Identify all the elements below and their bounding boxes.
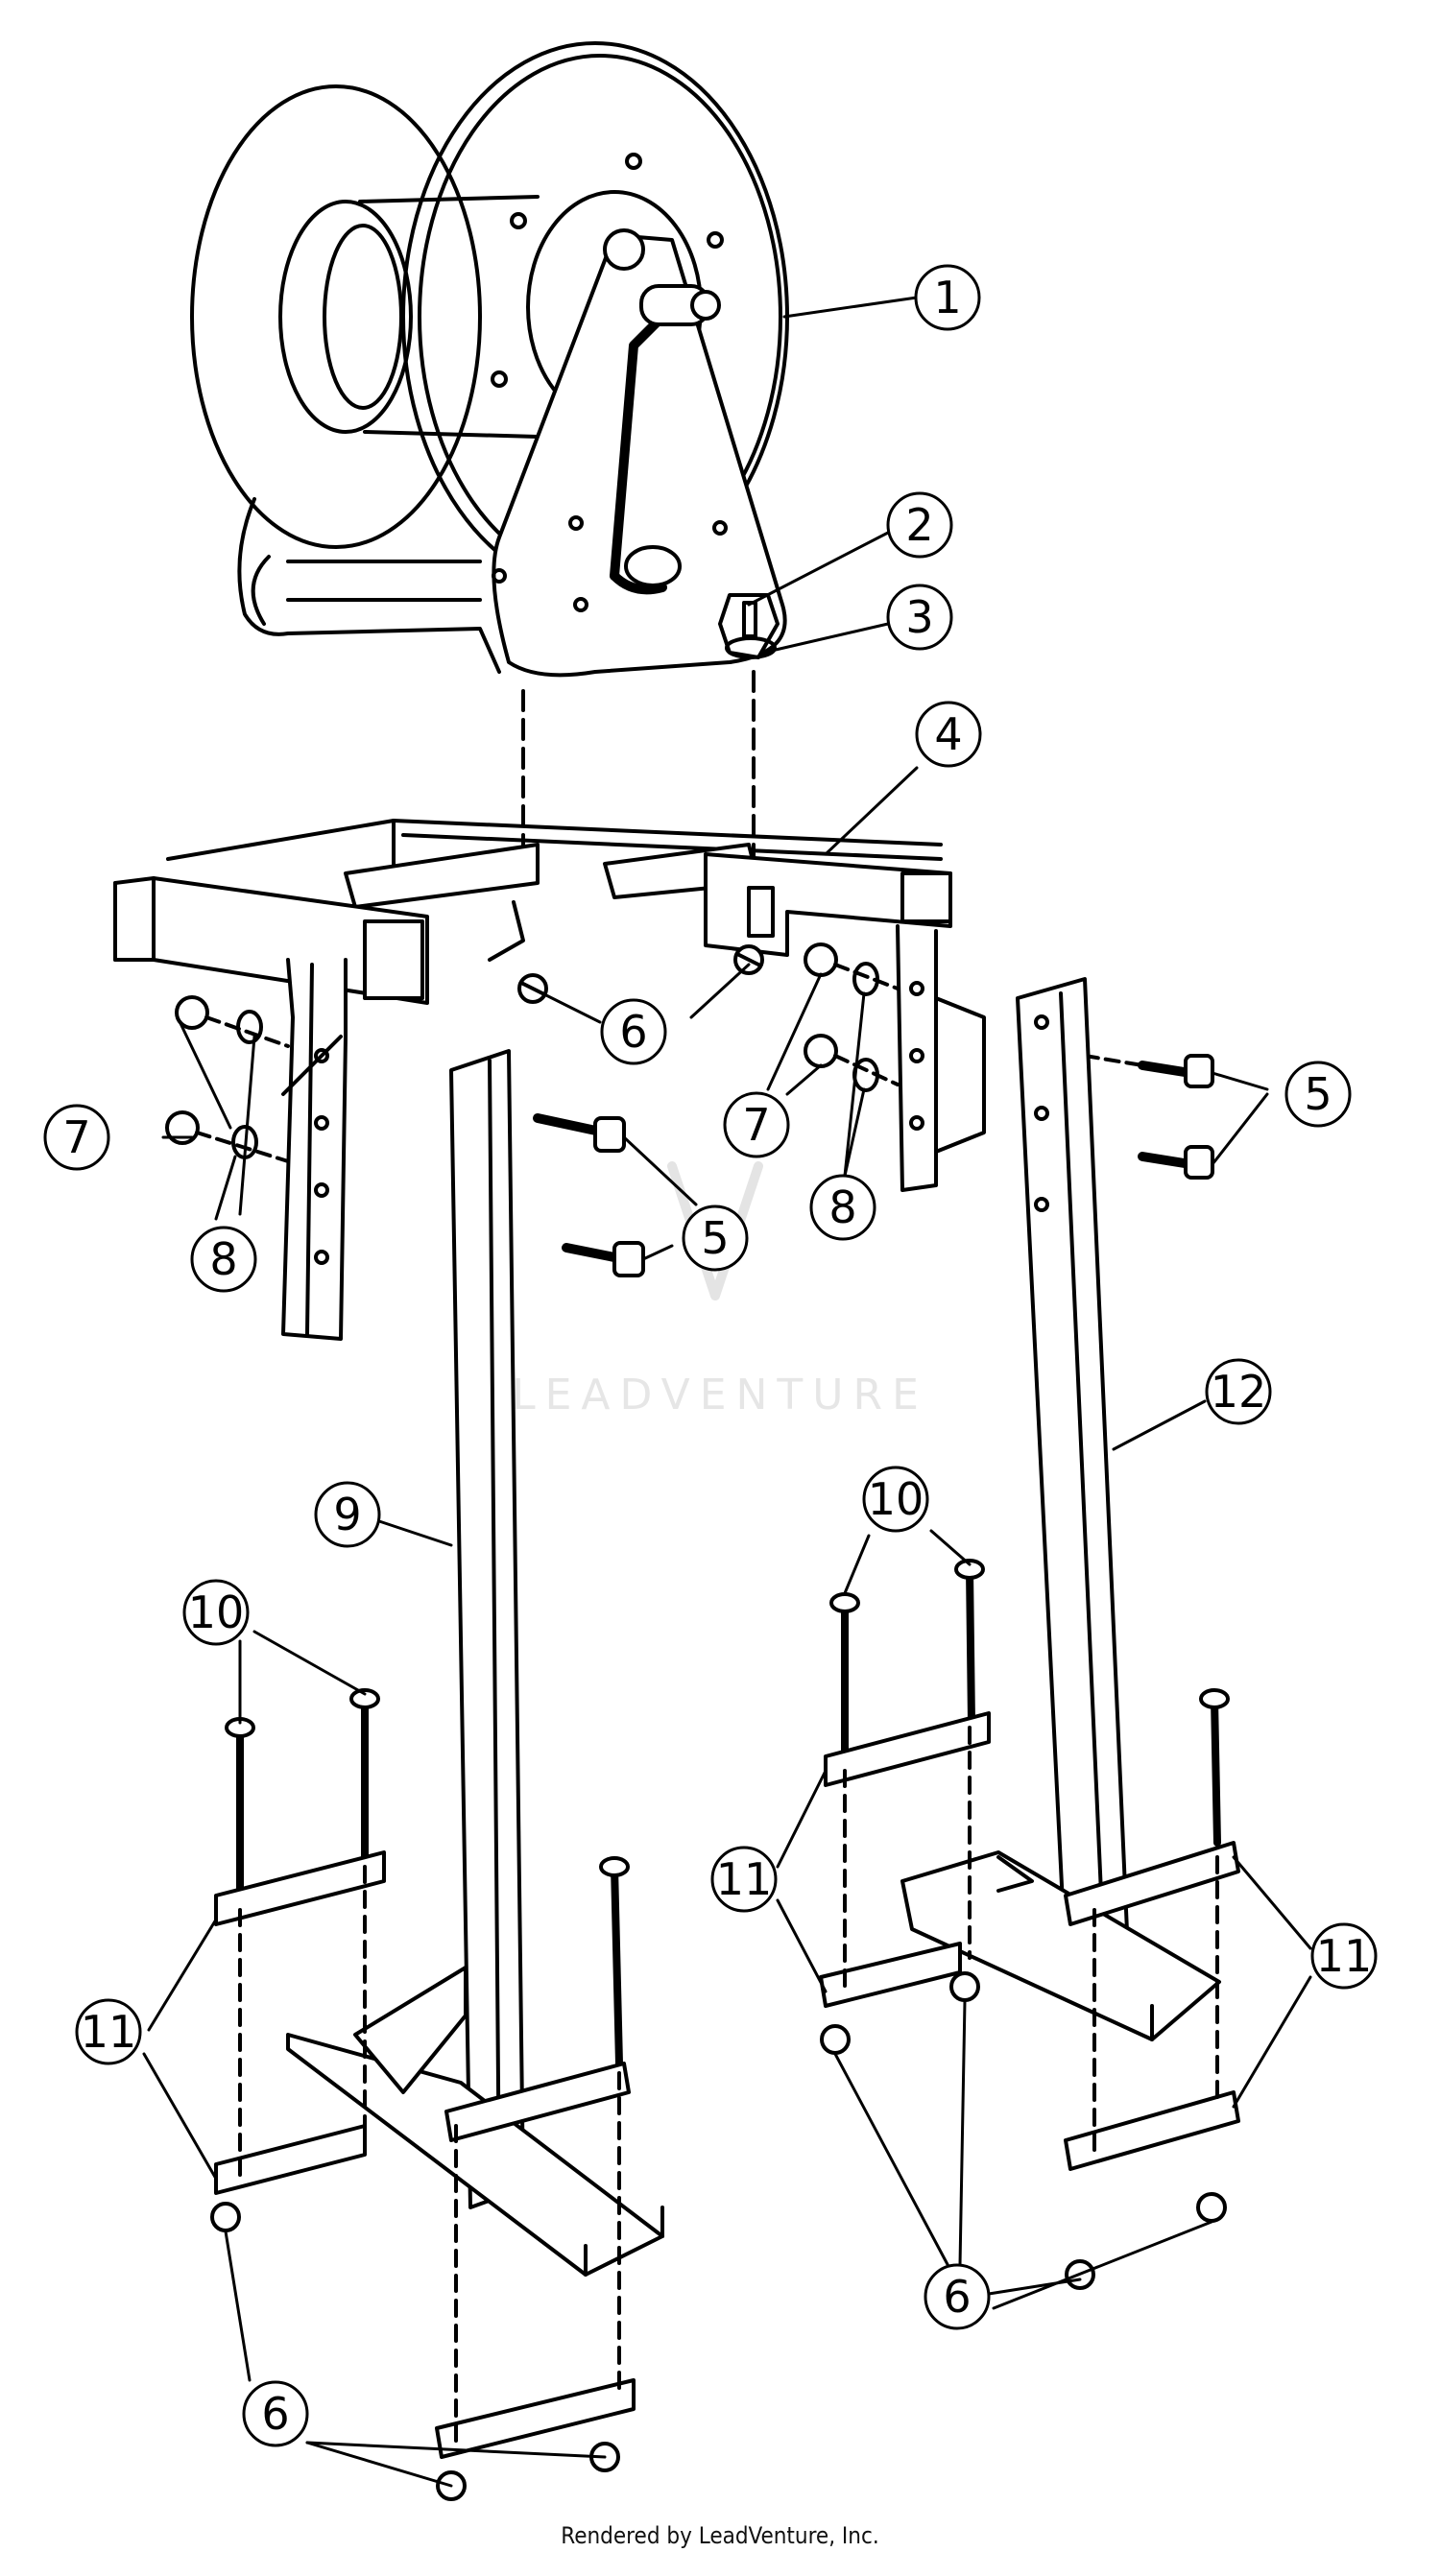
callout-label: 12 [1211,1366,1267,1418]
callout-11-right: 11 [1310,1922,1378,1990]
callout-label: 3 [905,591,933,643]
lag-bolts [225,1559,1230,2067]
mounting-frame [113,670,986,1341]
callout-6-bottom-left: 6 [242,2380,309,2447]
callout-7-left: 7 [43,1104,110,1171]
left-support-post [286,1049,664,2277]
callout-label: 5 [1304,1068,1332,1120]
callout-3: 3 [886,584,953,651]
watermark-text: LEADVENTURE [512,1371,928,1419]
callout-label: 1 [933,272,961,323]
callout-1: 1 [914,264,981,331]
callout-label: 9 [333,1489,361,1540]
callout-label: 2 [905,499,933,551]
callout-10-left: 10 [182,1579,250,1646]
callout-label: 11 [1316,1930,1373,1982]
callout-label: 7 [62,1111,90,1163]
callout-group: 1 2 3 4 5 5 6 6 [43,264,1378,2447]
leader-lines [142,296,1312,2488]
callout-6-top: 6 [600,998,667,1065]
callout-label: 6 [619,1006,647,1058]
callout-label: 5 [701,1212,729,1264]
right-support-post [900,977,1221,2041]
callout-label: 6 [943,2271,971,2323]
hose-reel [190,41,789,678]
callout-12: 12 [1205,1358,1272,1425]
callout-2: 2 [886,491,953,559]
callout-7-right: 7 [723,1091,790,1158]
callout-8-right: 8 [809,1174,876,1241]
callout-label: 8 [209,1233,237,1285]
callout-8-left: 8 [190,1226,257,1293]
callout-label: 6 [261,2388,289,2440]
carriage-bolts [533,1054,1214,1277]
callout-label: 11 [81,2006,137,2058]
callout-label: 11 [716,1853,773,1905]
callout-11-middle: 11 [710,1846,778,1913]
callout-label: 10 [868,1473,924,1525]
callout-11-left: 11 [75,1998,142,2065]
callout-5-center: 5 [682,1205,749,1272]
callout-10-right: 10 [862,1466,929,1533]
credit-text: Rendered by LeadVenture, Inc. [561,2522,879,2549]
clamp-plates [214,1711,1240,2459]
callout-label: 7 [742,1099,770,1151]
callout-6-bottom-right: 6 [924,2263,991,2330]
frame-nuts-and-washers [165,942,900,1163]
callout-label: 8 [828,1181,856,1233]
callout-9: 9 [314,1481,381,1548]
callout-label: 4 [934,708,962,760]
callout-label: 10 [188,1586,245,1638]
callout-5-right: 5 [1284,1061,1352,1128]
callout-4: 4 [915,701,982,768]
